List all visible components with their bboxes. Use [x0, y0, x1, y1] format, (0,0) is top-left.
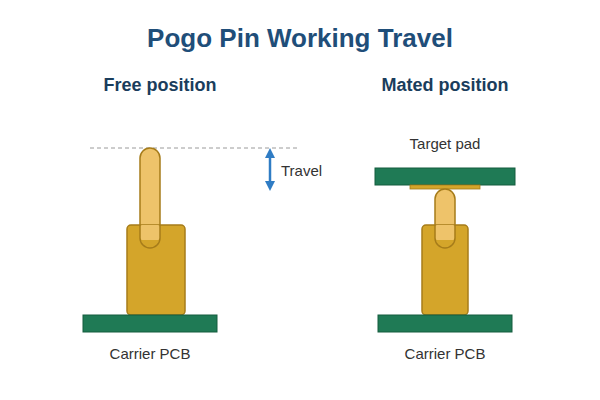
- position-heading: Free position: [103, 75, 216, 96]
- travel-arrow: [269, 153, 272, 186]
- part-label: Carrier PCB: [405, 345, 486, 362]
- barrel: [127, 225, 185, 315]
- reference-line: [90, 148, 300, 149]
- plunger: [435, 189, 455, 240]
- carrier-pcb: [83, 315, 217, 332]
- dimension-label: Travel: [281, 162, 322, 179]
- carrier-pcb: [378, 315, 512, 332]
- barrel: [422, 225, 468, 315]
- plunger-edge: [140, 225, 160, 248]
- target-board: [375, 168, 515, 185]
- plunger-edge: [435, 225, 455, 248]
- plunger-base: [435, 225, 455, 240]
- plunger-base: [140, 225, 160, 240]
- part-label: Target pad: [410, 135, 481, 152]
- part-label: Carrier PCB: [110, 345, 191, 362]
- plunger: [140, 148, 160, 240]
- position-heading: Mated position: [382, 75, 509, 96]
- diagram-title: Pogo Pin Working Travel: [147, 23, 453, 54]
